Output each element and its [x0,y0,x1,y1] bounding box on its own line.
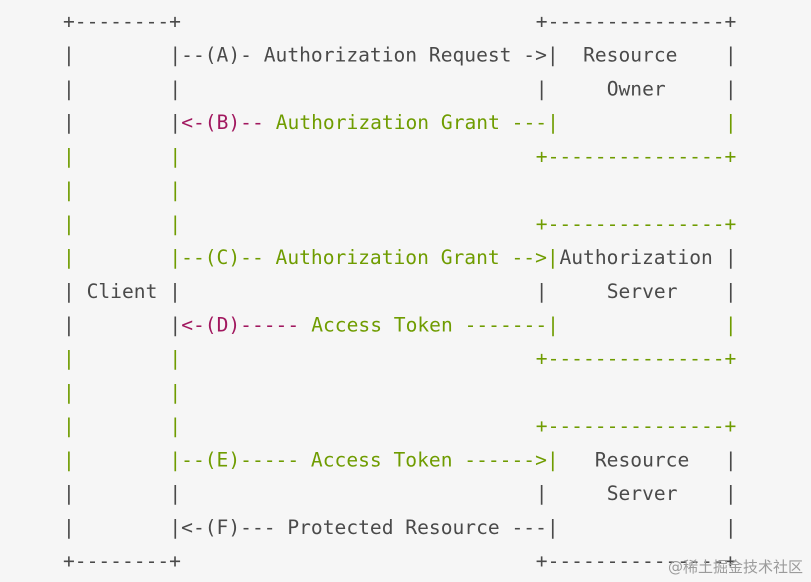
diagram-line-15-segment-2: | [725,516,737,539]
diagram-line-8-segment-3: | [725,280,737,303]
diagram-line-5-segment-1: | [169,179,181,202]
diagram-line-13-segment-2: Resource [595,448,689,471]
diagram-line-2-segment-2: | [536,77,548,100]
diagram-line-14-segment-4: | [725,482,737,505]
diagram-line-10-segment-2: +---------------+ [536,347,737,370]
diagram-line-13-segment-1: |--(E)----- Access Token ------>| [169,448,558,471]
diagram-line-6-segment-0: | [63,212,75,235]
diagram-line-13-segment-0: | [63,448,75,471]
diagram-line-2-segment-4: | [725,77,737,100]
diagram-line-11-segment-1: | [169,381,181,404]
diagram-line-8-segment-0: | Client | [63,280,181,303]
diagram-line-1-segment-1: |--(A)- Authorization Request ->| [169,44,558,67]
diagram-line-3-segment-1: | [169,111,181,134]
diagram-line-13-segment-3: | [725,448,737,471]
diagram-line-9-segment-1: | [169,313,181,336]
diagram-line-1-segment-2: Resource [583,44,677,67]
diagram-line-1-segment-0: | [63,44,75,67]
diagram-line-4-segment-1: | [169,145,181,168]
diagram-line-11-segment-0: | [63,381,75,404]
diagram-line-12-segment-0: | [63,415,75,438]
diagram-line-15-segment-1: |<-(F)--- Protected Resource ---| [169,516,558,539]
diagram-line-15-segment-0: | [63,516,75,539]
diagram-line-2-segment-1: | [169,77,181,100]
diagram-line-14-segment-0: | [63,482,75,505]
diagram-line-1-segment-3: | [725,44,737,67]
diagram-line-8-segment-1: | [536,280,548,303]
diagram-line-5-segment-0: | [63,179,75,202]
diagram-lines: +--------+ +---------------+ | |--(A)- Auth… [63,10,737,573]
diagram-line-12-segment-2: +---------------+ [536,415,737,438]
diagram-line-9-segment-4: | [725,313,737,336]
diagram-line-7-segment-3: | [725,246,737,269]
diagram-line-16-segment-0: +--------+ [63,550,181,573]
diagram-line-4-segment-0: | [63,145,75,168]
diagram-line-9-segment-3: Access Token -------| [311,313,559,336]
diagram-line-0-segment-0: +--------+ [63,10,181,33]
diagram-line-7-segment-2: Authorization [559,246,712,269]
diagram-line-0-segment-1: +---------------+ [536,10,737,33]
diagram-line-14-segment-3: Server [607,482,678,505]
diagram-line-3-segment-4: | [725,111,737,134]
diagram-line-2-segment-0: | [63,77,75,100]
diagram-line-10-segment-1: | [169,347,181,370]
diagram-line-8-segment-2: Server [607,280,678,303]
diagram-line-16-segment-1: +---------------+ [536,550,737,573]
diagram-line-9-segment-2: <-(D)----- [181,313,299,336]
diagram-line-6-segment-2: +---------------+ [536,212,737,235]
diagram-line-14-segment-2: | [536,482,548,505]
diagram-line-12-segment-1: | [169,415,181,438]
diagram-line-3-segment-3: Authorization Grant ---| [276,111,559,134]
diagram-line-2-segment-3: Owner [607,77,666,100]
diagram-line-14-segment-1: | [169,482,181,505]
watermark-text: @稀土掘金技术社区 [668,558,803,576]
diagram-line-3-segment-0: | [63,111,75,134]
diagram-line-7-segment-0: | [63,246,75,269]
diagram-line-10-segment-0: | [63,347,75,370]
diagram-line-3-segment-2: <-(B)-- [181,111,264,134]
diagram-line-4-segment-2: +---------------+ [536,145,737,168]
diagram-line-6-segment-1: | [169,212,181,235]
diagram-line-7-segment-1: |--(C)-- Authorization Grant -->| [169,246,558,269]
diagram-line-9-segment-0: | [63,313,75,336]
